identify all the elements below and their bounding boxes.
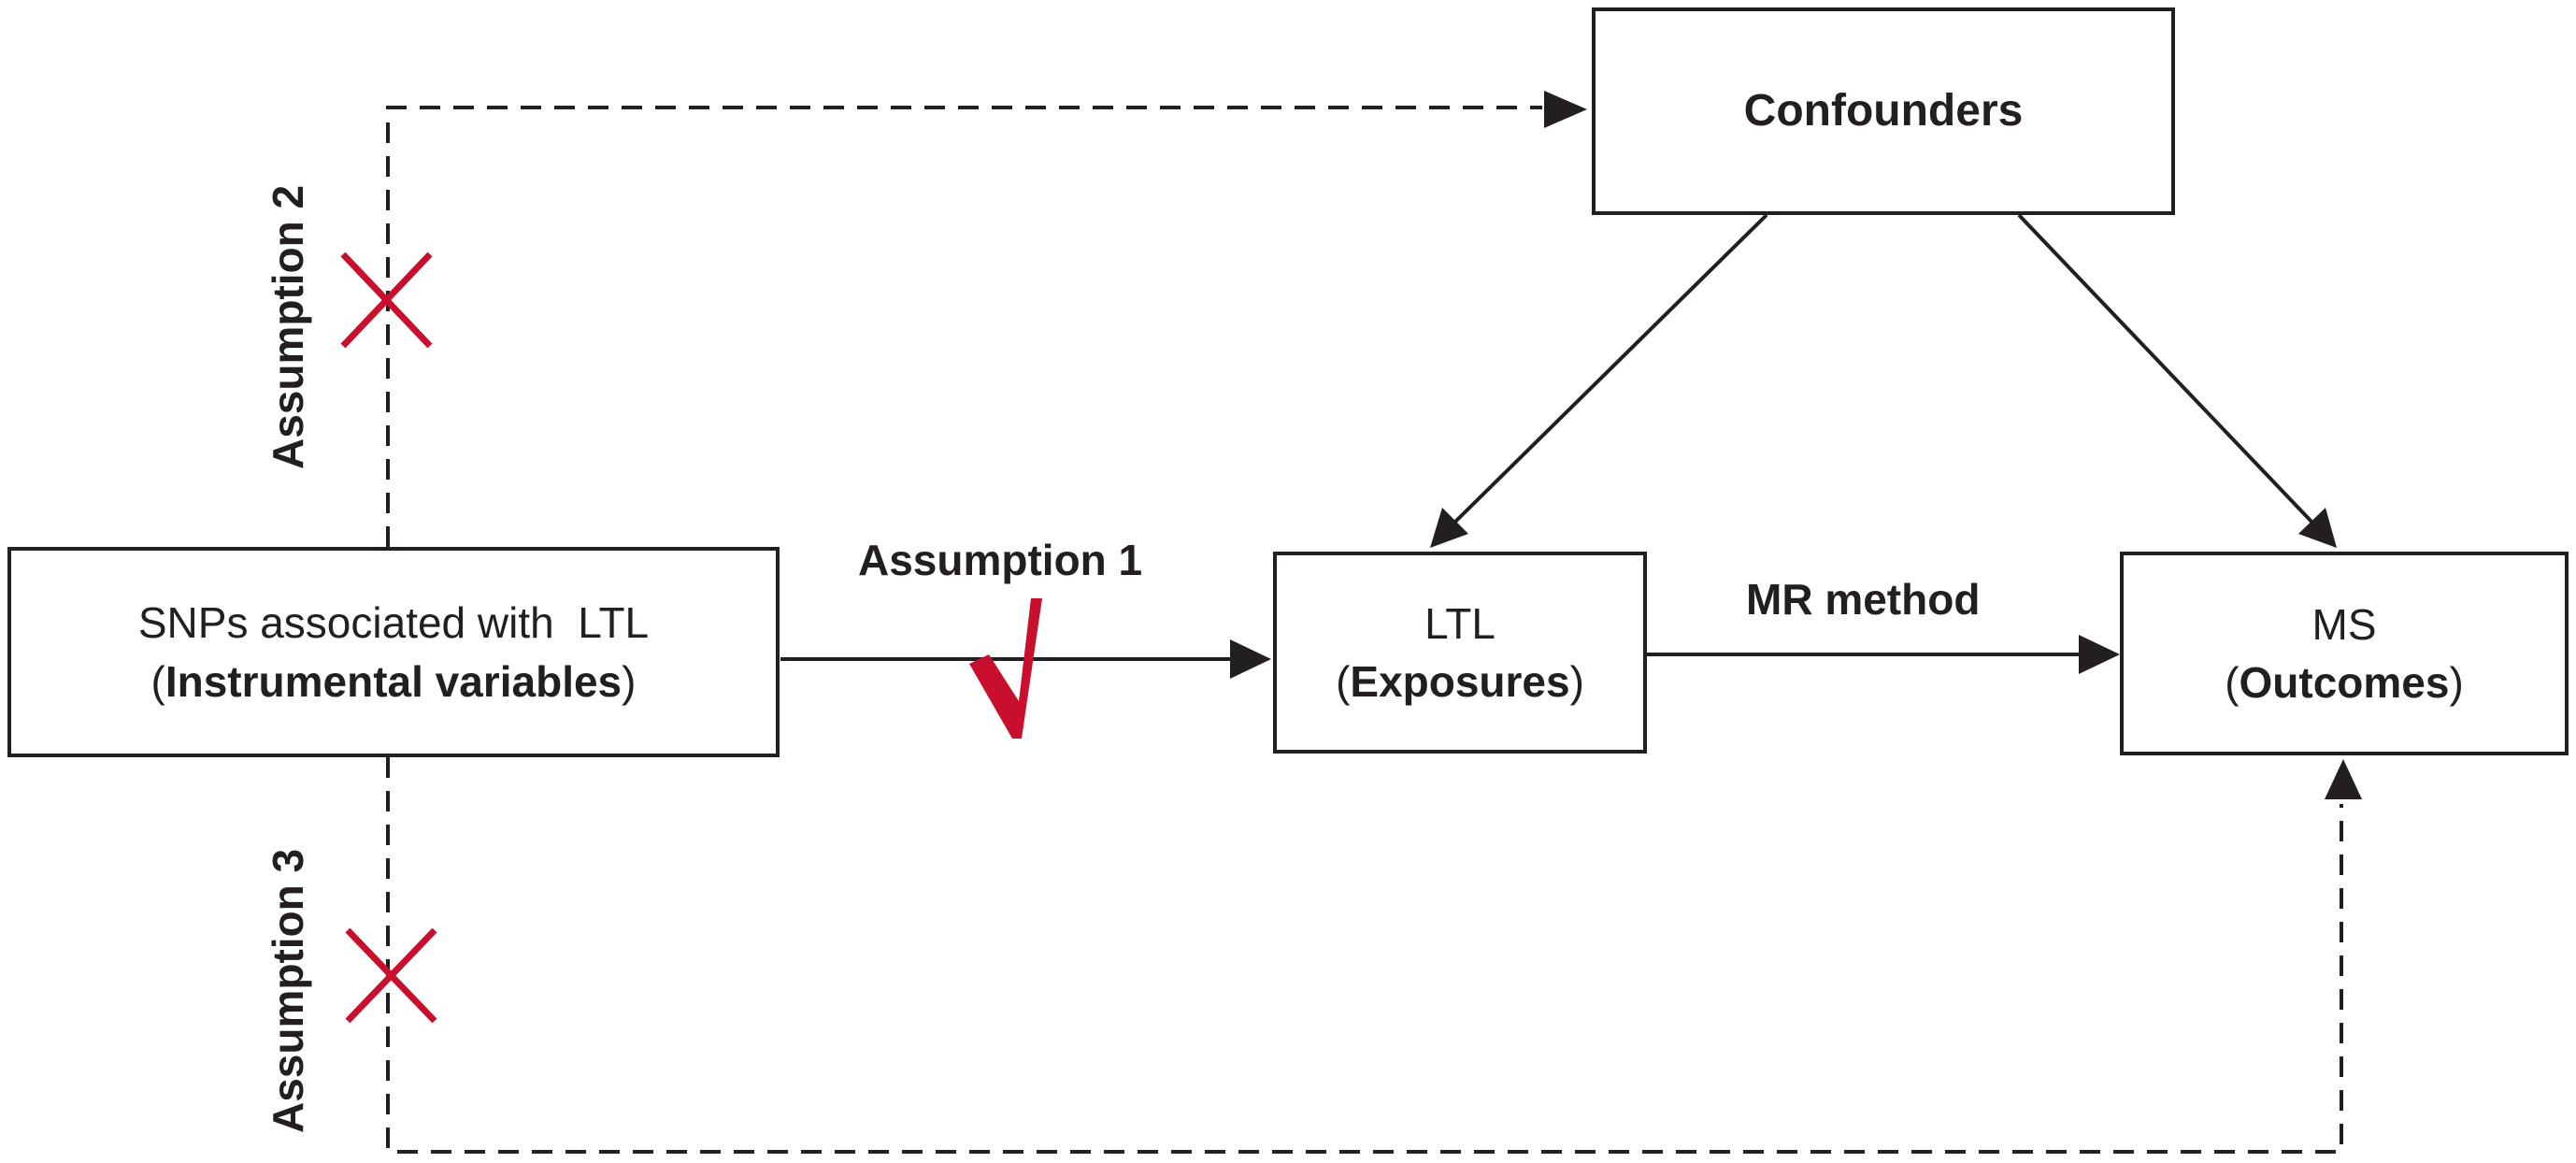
instrumental-variables-line1: SNPs associated with LTL: [137, 598, 650, 648]
instrumental-variables-line2: (Instrumental variables): [151, 653, 637, 711]
assumption1-label: Assumption 1: [858, 536, 1143, 584]
confounders-to-outcome-arrowhead: [2298, 508, 2337, 548]
paren-open: (: [2225, 658, 2240, 707]
exposure-bold: Exposures: [1350, 657, 1570, 706]
paren-open: (: [150, 656, 165, 706]
assumption3-label: Assumption 3: [264, 848, 312, 1133]
confounders-node: Confounders: [1592, 7, 2175, 215]
exposure-line1: LTL: [1424, 598, 1496, 648]
instrumental-variables-node: SNPs associated with LTL (Instrumental v…: [7, 547, 780, 757]
instrumental-variables-bold: Instrumental variables: [165, 656, 623, 706]
assumption2-label: Assumption 2: [264, 184, 312, 469]
assumption2-arrowhead: [1544, 91, 1587, 128]
outcome-bold: Outcomes: [2239, 658, 2450, 707]
confounders-to-exposure-edge: [1452, 213, 1768, 525]
outcome-line1: MS: [2311, 599, 2377, 649]
assumption3-arrowhead: [2325, 759, 2362, 799]
confounders-title: Confounders: [1743, 85, 2024, 136]
assumption2-dashed-edge: [386, 106, 1542, 547]
paren-open: (: [1336, 657, 1351, 706]
paren-close: ): [2449, 658, 2464, 707]
paren-close: ): [1569, 657, 1584, 706]
outcome-line2: (Outcomes): [2225, 653, 2464, 711]
exposure-line2: (Exposures): [1336, 653, 1584, 711]
mr-method-label: MR method: [1746, 575, 1981, 624]
assumption1-satisfied-check-icon: [969, 598, 1042, 739]
confounders-to-exposure-arrowhead: [1430, 508, 1468, 548]
assumption2-violated-cross-icon: [340, 251, 433, 349]
outcome-node: MS (Outcomes): [2120, 552, 2569, 755]
paren-close: ): [622, 656, 637, 706]
exposure-node: LTL (Exposures): [1273, 552, 1647, 754]
assumption1-arrowhead: [1230, 639, 1271, 679]
assumption3-dashed-edge: [386, 757, 2343, 1154]
mr-method-arrowhead: [2079, 635, 2120, 674]
confounders-to-outcome-edge: [2017, 213, 2315, 525]
assumption3-violated-cross-icon: [345, 927, 437, 1024]
